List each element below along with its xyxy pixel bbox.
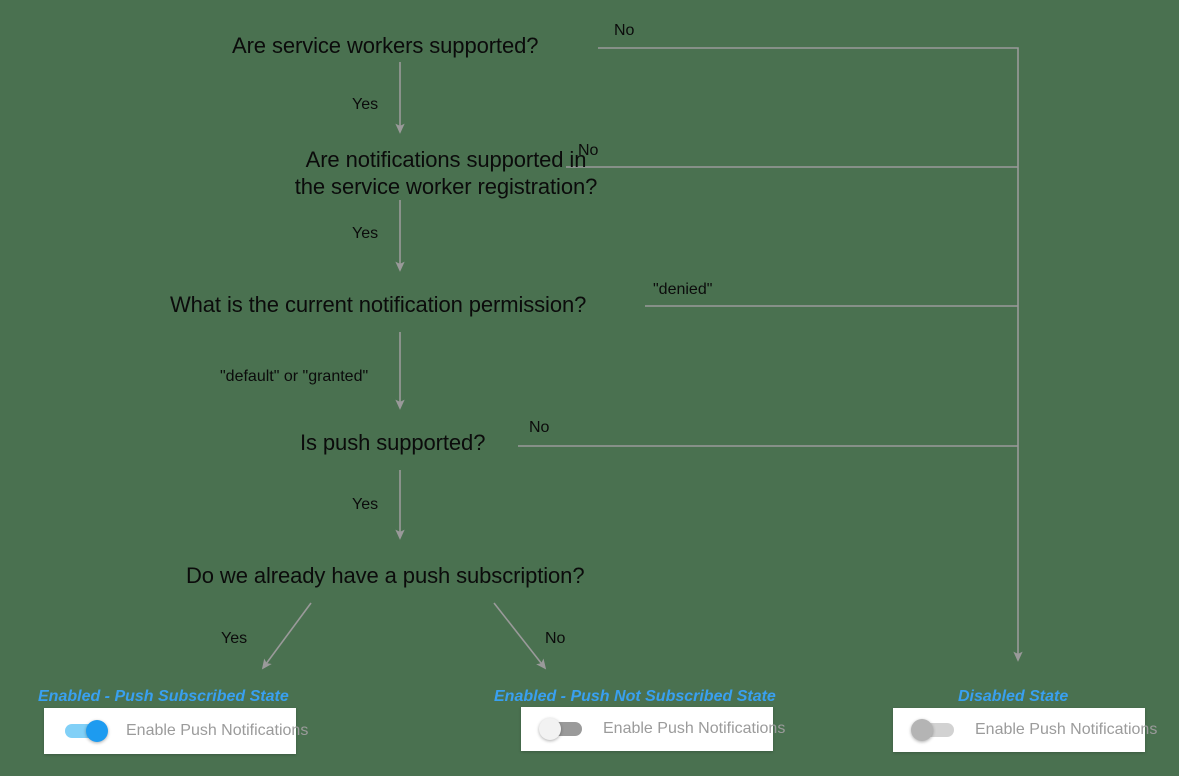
toggle-label: Enable Push Notifications [603,720,786,737]
toggle-switch-on[interactable] [62,720,108,742]
toggle-knob [911,719,933,741]
toggle-card-push-not-subscribed[interactable]: Enable Push Notifications [521,707,785,751]
edge-label-push-yes: Yes [352,496,379,513]
state-label-disabled: Disabled State [958,688,1069,705]
edge-label-push-no: No [529,419,550,436]
connector-sw-no [598,47,1023,662]
connector-sub-yes [261,602,312,670]
edge-label-sw-yes: Yes [352,96,379,113]
toggle-knob [539,718,561,740]
toggle-knob [86,720,108,742]
node-is-push-supported: Is push supported? [300,430,486,455]
node-do-we-have-push-subscription: Do we already have a push subscription? [186,563,585,588]
toggle-label: Enable Push Notifications [975,721,1158,738]
toggle-switch-disabled [911,719,957,741]
edge-label-subscription-yes: Yes [221,630,248,647]
state-label-push-not-subscribed: Enabled - Push Not Subscribed State [494,688,776,705]
edge-label-sw-no: No [614,22,635,39]
toggle-card-push-subscribed[interactable]: Enable Push Notifications [44,708,308,754]
state-label-push-subscribed: Enabled - Push Subscribed State [38,688,289,705]
toggle-switch-off[interactable] [539,718,585,740]
toggle-label: Enable Push Notifications [126,722,309,739]
node-are-service-workers-supported: Are service workers supported? [232,33,539,58]
edge-label-permission-default-granted: "default" or "granted" [220,368,369,385]
toggle-card-disabled: Enable Push Notifications [893,708,1157,752]
edge-label-permission-denied: "denied" [653,281,713,298]
edge-label-notif-yes: Yes [352,225,379,242]
edge-label-subscription-no: No [545,630,566,647]
edge-label-notif-no: No [578,142,599,159]
connector-sub-no [493,602,547,670]
node-current-notification-permission: What is the current notification permiss… [170,292,587,317]
node-are-notifications-supported: Are notifications supported in the servi… [294,147,598,199]
